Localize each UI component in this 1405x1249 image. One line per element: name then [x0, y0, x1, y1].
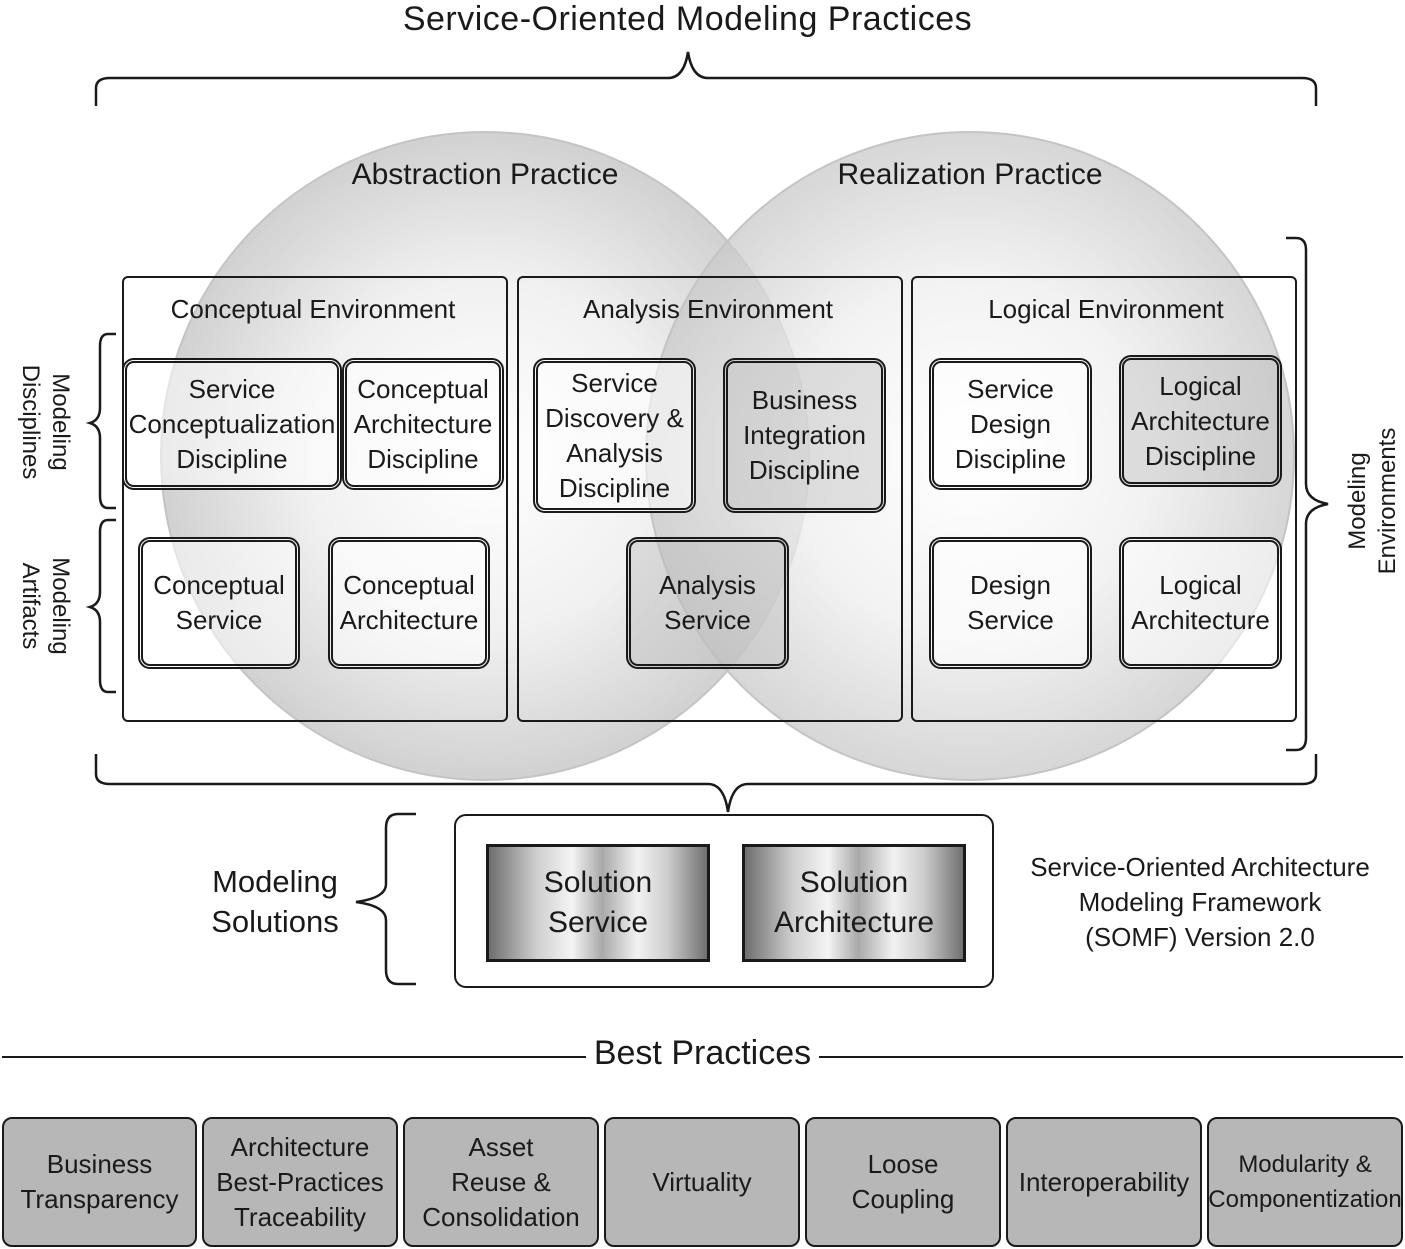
service-conceptualization-discipline: Service Conceptualization Discipline: [122, 358, 342, 490]
analysis-service-artifact: Analysis Service: [626, 537, 789, 669]
modeling-artifacts-label: Modeling Artifacts: [17, 557, 74, 655]
logical-environment: [911, 276, 1297, 722]
service-design-discipline: Service Design Discipline: [929, 358, 1092, 490]
modeling-solutions-label: Modeling Solutions: [211, 864, 339, 939]
solution-architecture: Solution Architecture: [742, 844, 966, 962]
best-practices-title-wrap: Best Practices: [0, 1034, 1405, 1073]
best-practice-asset-reuse: Asset Reuse & Consolidation: [403, 1117, 599, 1247]
top-brace: [94, 51, 1318, 106]
business-integration-discipline: Business Integration Discipline: [723, 358, 886, 513]
best-practices-title: Best Practices: [585, 1034, 820, 1072]
logical-architecture-discipline: Logical Architecture Discipline: [1119, 355, 1282, 487]
modeling-disciplines-label: Modeling Disciplines: [17, 364, 74, 480]
page-title: Service-Oriented Modeling Practices: [402, 0, 973, 38]
disciplines-brace: [85, 332, 116, 510]
best-practice-loose-coupling: Loose Coupling: [805, 1117, 1001, 1247]
analysis-environment: [517, 276, 903, 722]
realization-practice-label: Realization Practice: [837, 158, 1103, 191]
solution-service: Solution Service: [486, 844, 710, 962]
best-practice-interoperability: Interoperability: [1006, 1117, 1202, 1247]
logical-architecture-artifact: Logical Architecture: [1119, 537, 1282, 669]
best-practice-business-transparency: Business Transparency: [2, 1117, 197, 1247]
logical-environment-title: Logical Environment: [988, 294, 1224, 324]
environments-brace: [1286, 236, 1329, 752]
bottom-brace: [94, 754, 1318, 813]
framework-note: Service-Oriented Architecture Modeling F…: [1030, 852, 1370, 952]
solutions-brace: [355, 812, 416, 986]
modeling-environments-label: Modeling Environments: [1344, 427, 1401, 575]
best-practice-virtuality: Virtuality: [604, 1117, 800, 1247]
conceptual-architecture-artifact: Conceptual Architecture: [328, 537, 490, 669]
conceptual-environment: [122, 276, 508, 722]
modeling-solutions-box: [454, 814, 994, 988]
abstraction-practice-label: Abstraction Practice: [351, 158, 619, 191]
analysis-environment-title: Analysis Environment: [583, 294, 833, 324]
design-service-artifact: Design Service: [929, 537, 1092, 669]
artifacts-brace: [85, 518, 116, 694]
service-discovery-analysis-discipline: Service Discovery & Analysis Discipline: [533, 358, 696, 513]
conceptual-architecture-discipline: Conceptual Architecture Discipline: [342, 358, 504, 490]
best-practice-modularity: Modularity & Componentization: [1207, 1117, 1403, 1247]
best-practice-architecture-traceability: Architecture Best-Practices Traceability: [202, 1117, 398, 1247]
conceptual-environment-title: Conceptual Environment: [170, 294, 456, 324]
conceptual-service-artifact: Conceptual Service: [138, 537, 300, 669]
